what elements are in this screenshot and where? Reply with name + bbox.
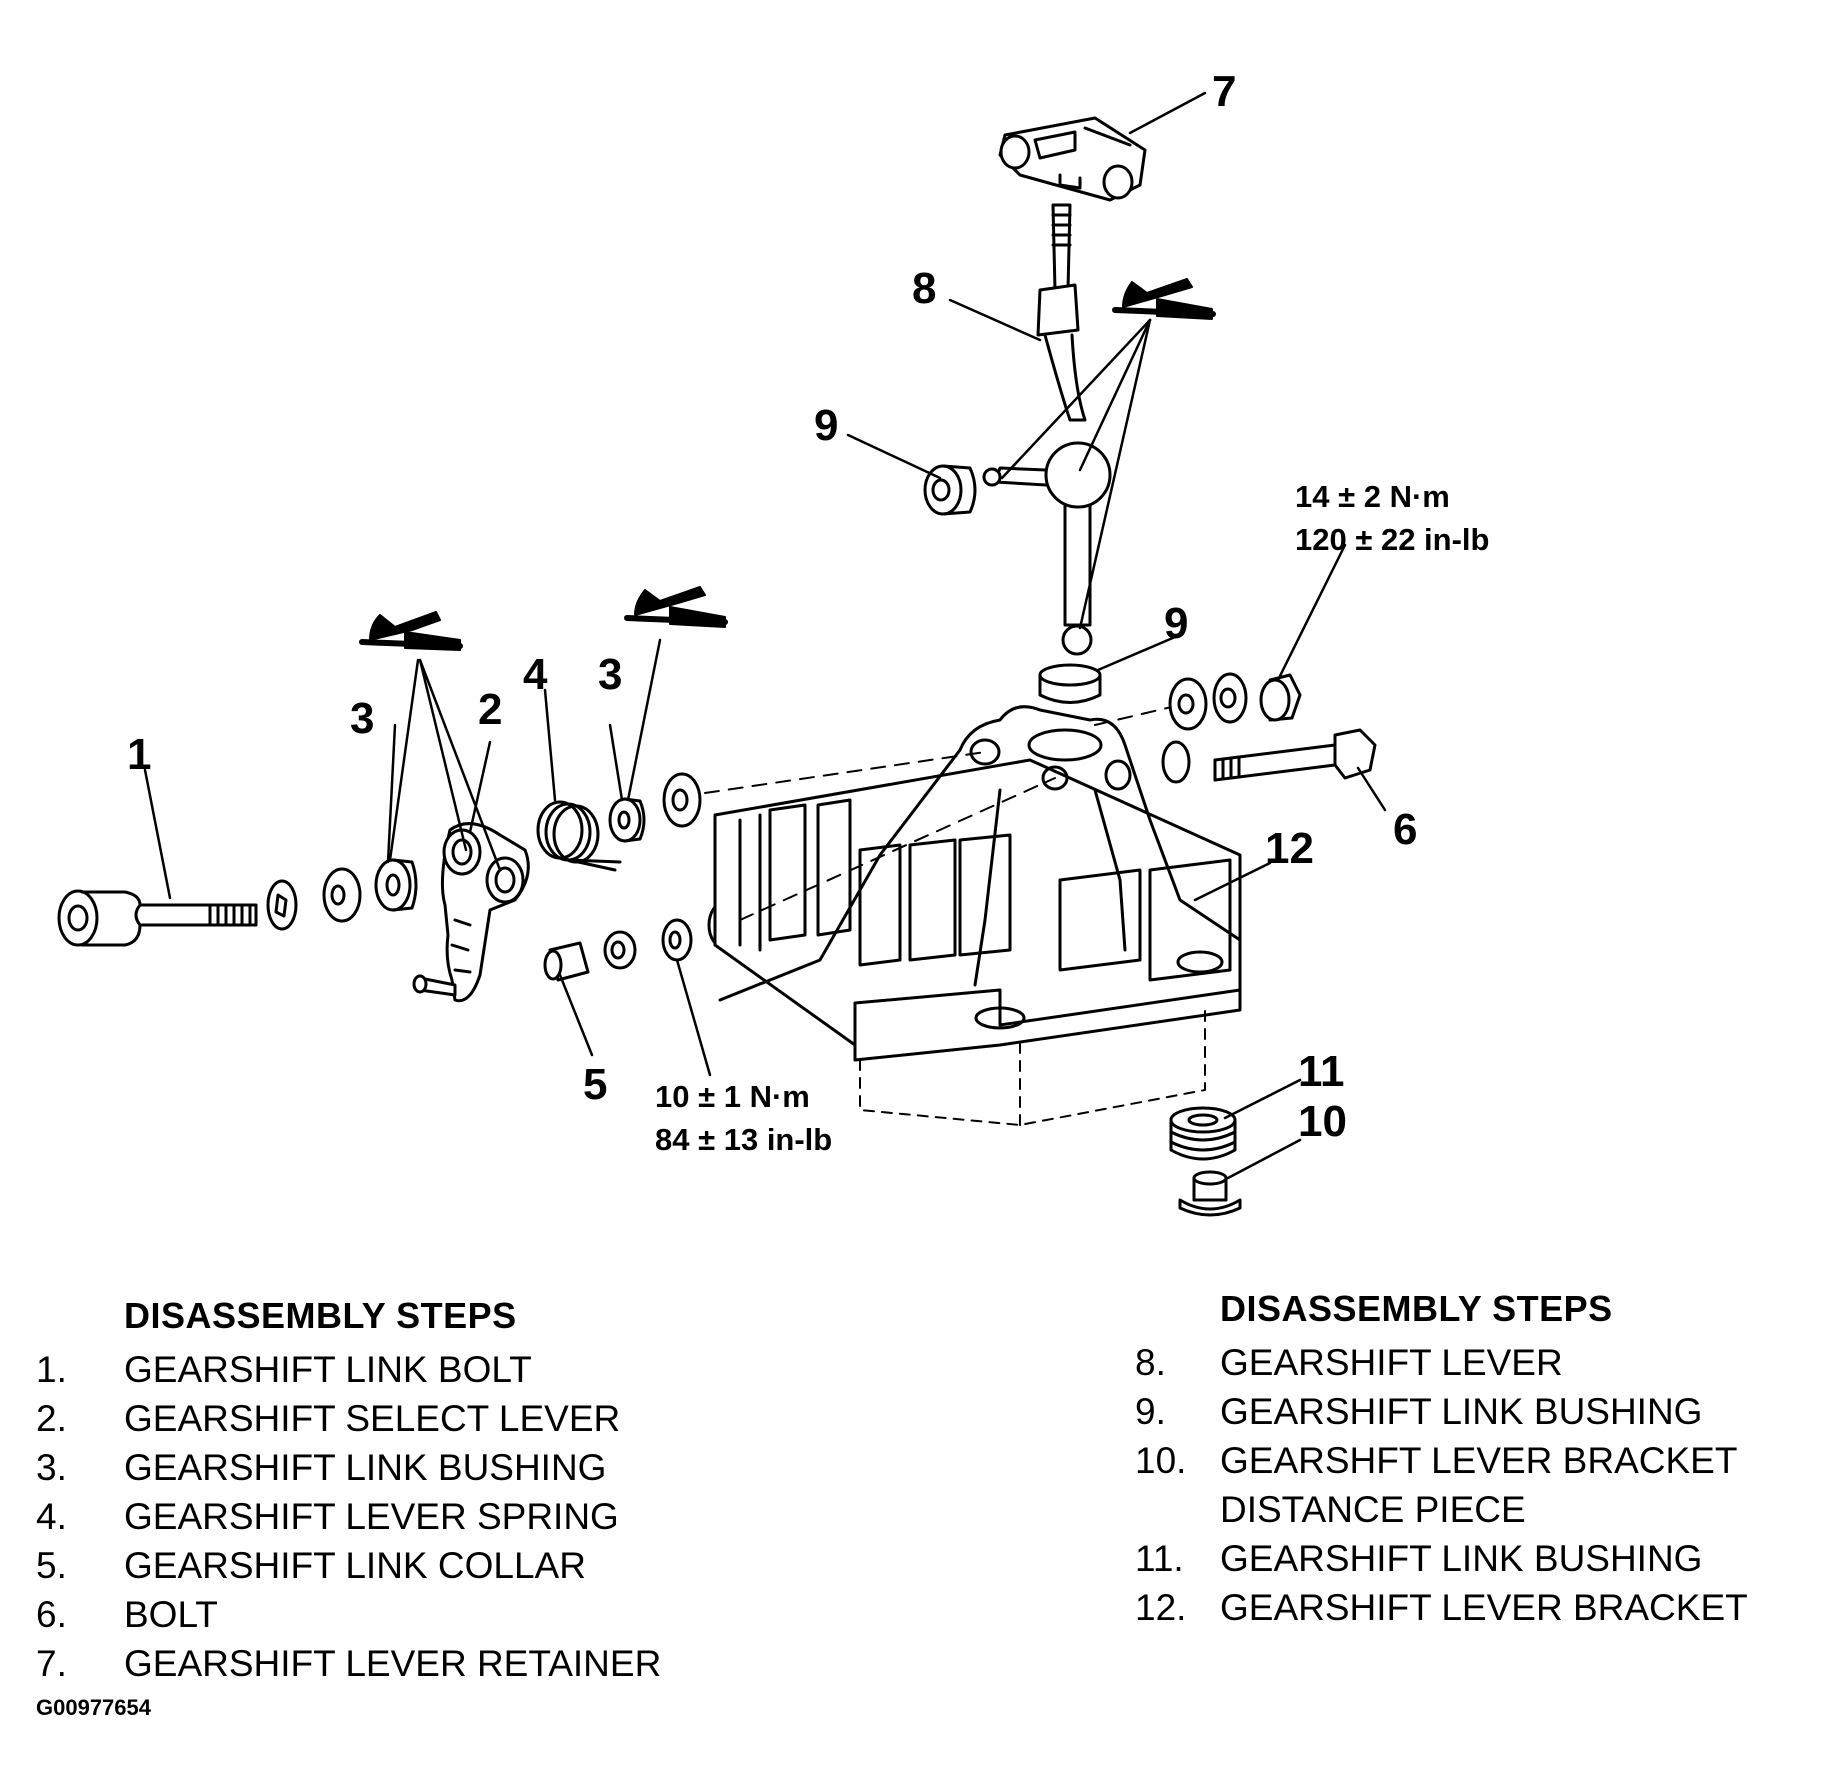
link-bushing-11-part — [1169, 1106, 1237, 1161]
step-text: GEARSHIFT LINK BUSHING — [1220, 1391, 1703, 1432]
step-number: 10. — [1135, 1440, 1187, 1481]
callout-7: 7 — [1212, 67, 1237, 116]
steps-left-heading: DISASSEMBLY STEPS — [124, 1295, 517, 1336]
step-text: GEARSHFT LEVER BRACKET — [1220, 1440, 1738, 1481]
gearshift-link-bolt-part — [57, 889, 258, 947]
step-item: 12. GEARSHIFT LEVER BRACKET — [1135, 1583, 1748, 1632]
callout-10: 10 — [1298, 1097, 1347, 1146]
step-number: 5. — [36, 1545, 67, 1586]
lever-spring-part — [536, 800, 622, 872]
step-item: 5. GEARSHIFT LINK COLLAR — [36, 1541, 661, 1590]
link-bushing-9-upper-part — [923, 464, 977, 516]
step-text: GEARSHIFT LINK BUSHING — [1220, 1538, 1703, 1579]
callout-12: 12 — [1265, 824, 1314, 873]
step-text: GEARSHIFT LEVER BRACKET — [1220, 1587, 1748, 1628]
callout-9-lower: 9 — [1164, 599, 1189, 648]
torque-spec-upper: 14 ± 2 N·m 120 ± 22 in-lb — [1295, 475, 1489, 562]
lever-retainer-part — [998, 116, 1147, 202]
step-text: GEARSHIFT LINK COLLAR — [124, 1545, 586, 1586]
distance-piece-10-part — [1178, 1170, 1242, 1217]
washer-part — [662, 772, 702, 828]
step-item: DISTANCE PIECE — [1135, 1485, 1748, 1534]
select-lever-part — [412, 822, 530, 1003]
torque-spec-lower: 10 ± 1 N·m 84 ± 13 in-lb — [655, 1075, 832, 1162]
callout-3-left: 3 — [350, 694, 375, 743]
step-text: GEARSHIFT LEVER SPRING — [124, 1496, 619, 1537]
step-item: 9. GEARSHIFT LINK BUSHING — [1135, 1387, 1748, 1436]
step-item: 4. GEARSHIFT LEVER SPRING — [36, 1492, 661, 1541]
step-number: 7. — [36, 1643, 67, 1684]
callout-1: 1 — [127, 730, 152, 779]
lever-bracket-part — [713, 705, 1242, 1126]
step-text: DISTANCE PIECE — [1220, 1489, 1526, 1530]
step-number: 1. — [36, 1349, 67, 1390]
step-text: GEARSHIFT LINK BUSHING — [124, 1447, 607, 1488]
step-number: 2. — [36, 1398, 67, 1439]
torque-upper-inlb: 120 ± 22 in-lb — [1295, 522, 1490, 558]
step-text: GEARSHIFT LEVER — [1220, 1342, 1563, 1383]
link-collar-part — [543, 900, 743, 982]
step-number: 8. — [1135, 1342, 1166, 1383]
step-number: 6. — [36, 1594, 67, 1635]
step-number: 11. — [1135, 1538, 1184, 1579]
step-item: 8. GEARSHIFT LEVER — [1135, 1338, 1748, 1387]
callout-8: 8 — [912, 264, 937, 313]
step-number: 12. — [1135, 1587, 1187, 1628]
step-item: 2. GEARSHIFT SELECT LEVER — [36, 1394, 661, 1443]
gearshift-lever-part — [982, 203, 1112, 656]
callout-9-upper: 9 — [814, 401, 839, 450]
callout-6: 6 — [1393, 805, 1418, 854]
figure-id: G00977654 — [36, 1695, 151, 1720]
step-text: GEARSHIFT SELECT LEVER — [124, 1398, 621, 1439]
step-number: 9. — [1135, 1391, 1166, 1432]
step-item: 3. GEARSHIFT LINK BUSHING — [36, 1443, 661, 1492]
callout-2: 2 — [478, 685, 503, 734]
torque-lower-nm: 10 ± 1 N·m — [655, 1079, 810, 1114]
callout-3-right: 3 — [598, 650, 623, 699]
link-bushing-right-part — [608, 797, 646, 843]
disassembly-steps-right: DISASSEMBLY STEPS 8. GEARSHIFT LEVER 9. GE… — [1135, 1288, 1748, 1632]
step-number — [1135, 1485, 1220, 1534]
bolt-washers — [266, 867, 362, 931]
step-text: BOLT — [124, 1594, 218, 1635]
link-bushing-9-lower-part — [1038, 663, 1102, 704]
link-bushing-left-part — [374, 858, 418, 912]
callout-4: 4 — [523, 650, 548, 699]
step-text: GEARSHIFT LINK BOLT — [124, 1349, 532, 1390]
step-text: GEARSHIFT LEVER RETAINER — [124, 1643, 662, 1684]
step-item: 1. GEARSHIFT LINK BOLT — [36, 1345, 661, 1394]
step-number: 4. — [36, 1496, 67, 1537]
step-item: 10. GEARSHFT LEVER BRACKET — [1135, 1436, 1748, 1485]
bolt-6-part — [1161, 672, 1377, 784]
grease-symbols — [359, 278, 1216, 651]
steps-right-heading: DISASSEMBLY STEPS — [1220, 1288, 1613, 1329]
callout-11: 11 — [1298, 1047, 1345, 1096]
step-item: 11. GEARSHIFT LINK BUSHING — [1135, 1534, 1748, 1583]
torque-lower-inlb: 84 ± 13 in-lb — [655, 1122, 833, 1158]
leader-lines — [143, 91, 1387, 1180]
disassembly-steps-left: DISASSEMBLY STEPS 1.GEARSHIFT LINK BOLT … — [36, 1295, 661, 1688]
exploded-parts-diagram — [57, 91, 1387, 1217]
step-item: 7. GEARSHIFT LEVER RETAINER — [36, 1639, 661, 1688]
step-number: 3. — [36, 1447, 67, 1488]
callout-5: 5 — [583, 1060, 608, 1109]
torque-upper-nm: 14 ± 2 N·m — [1295, 479, 1450, 514]
step-item: 6. BOLT — [36, 1590, 661, 1639]
